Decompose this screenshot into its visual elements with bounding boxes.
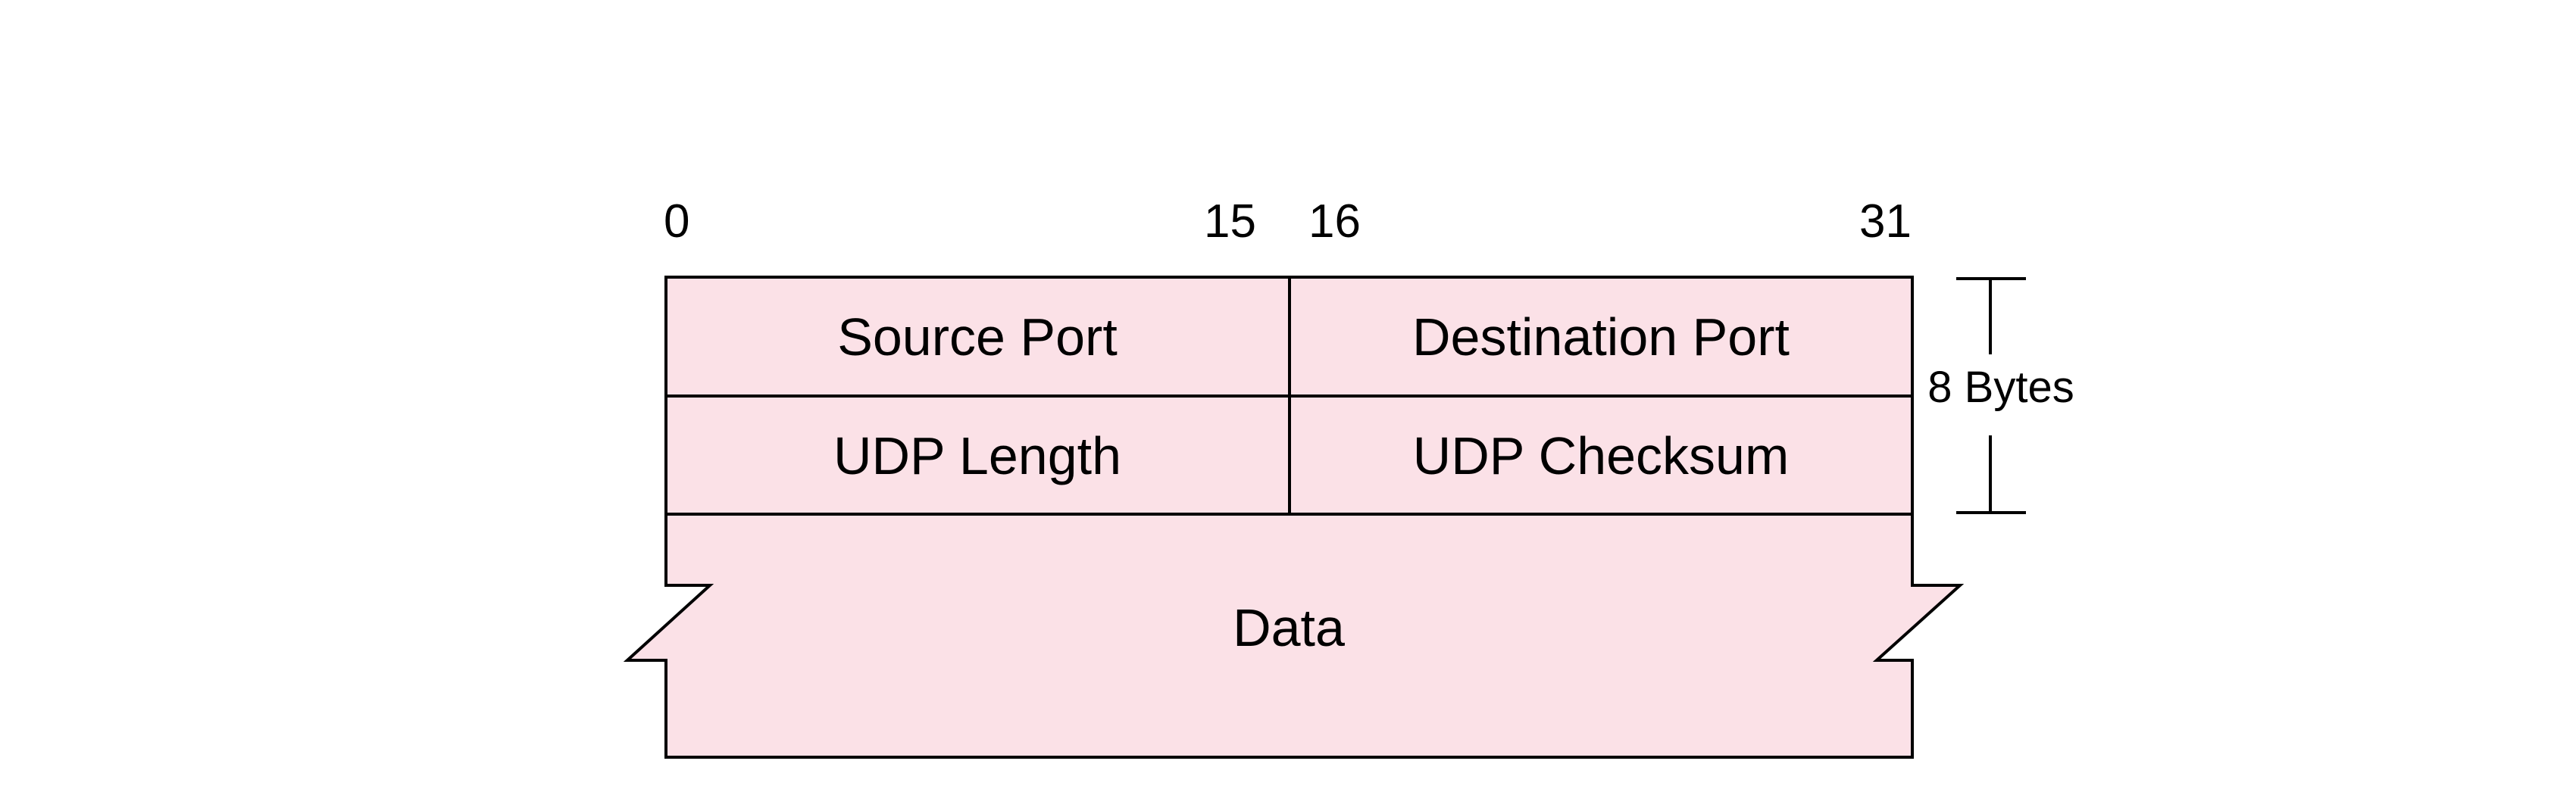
- field-label-destination-port: Destination Port: [1412, 307, 1790, 366]
- field-label-source-port: Source Port: [837, 307, 1118, 366]
- bit-label-31: 31: [1859, 195, 1912, 248]
- data-section-shape: [623, 513, 1965, 759]
- bit-label-15: 15: [1204, 195, 1256, 248]
- field-label-udp-length: UDP Length: [833, 426, 1121, 485]
- bit-label-16: 16: [1308, 195, 1361, 248]
- size-annotation-label: 8 Bytes: [1927, 363, 2074, 412]
- size-bracket: 8 Bytes: [1927, 277, 2074, 514]
- field-labels: Source Port Destination Port UDP Length …: [833, 307, 1790, 657]
- udp-header-table: [664, 276, 1914, 516]
- field-label-data: Data: [1233, 598, 1345, 657]
- bit-scale: 0 15 16 31: [664, 195, 1912, 248]
- bit-label-0: 0: [664, 195, 689, 248]
- field-label-udp-checksum: UDP Checksum: [1413, 426, 1790, 485]
